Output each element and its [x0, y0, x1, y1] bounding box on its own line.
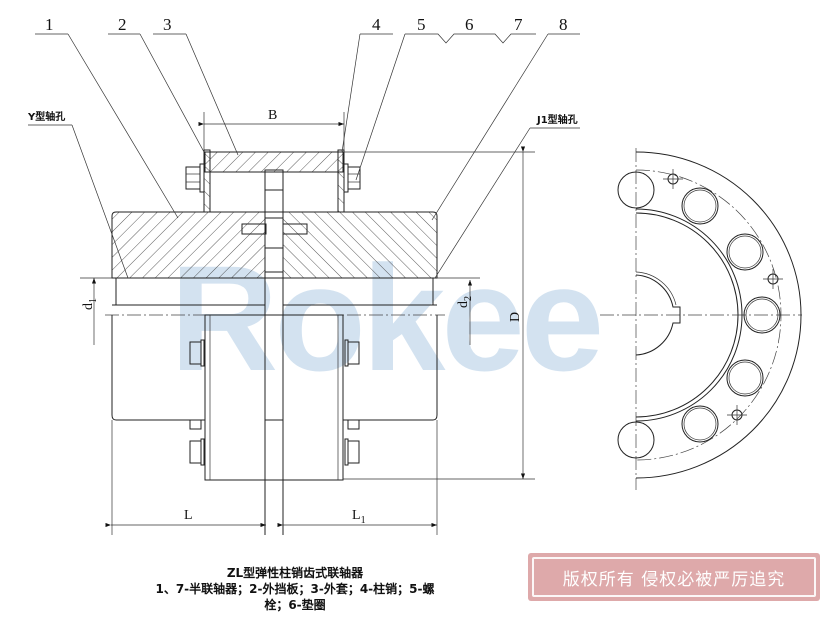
part-number-leaders: 1 2 3 4 5 6 7 8 Y型轴孔 J1型轴孔 [27, 15, 580, 279]
svg-text:1: 1 [45, 15, 54, 34]
svg-text:5: 5 [417, 15, 426, 34]
svg-text:8: 8 [559, 15, 568, 34]
bolt-hole-icon [663, 169, 783, 425]
svg-text:Y型轴孔: Y型轴孔 [27, 110, 65, 123]
copyright-text: 版权所有 侵权必被严厉追究 [562, 569, 786, 590]
bolt-icon [189, 339, 360, 466]
stamp-border [532, 557, 816, 597]
coupling-section-view [105, 149, 445, 535]
svg-text:L: L [184, 508, 193, 523]
svg-text:d1: d1 [81, 298, 99, 310]
dimension-annotations: B D d1 d2 L L1 [80, 108, 535, 528]
svg-text:2: 2 [118, 15, 127, 34]
legend-line-2: 栓；6-垫圈 [264, 598, 326, 612]
svg-text:6: 6 [465, 15, 474, 34]
svg-text:B: B [268, 108, 277, 123]
legend-line-1: 1、7-半联轴器；2-外挡板；3-外套；4-柱销；5-螺 [155, 582, 435, 596]
coupling-side-view [600, 148, 802, 490]
copyright-stamp: 版权所有 侵权必被严厉追究 [528, 553, 820, 601]
svg-text:3: 3 [163, 15, 172, 34]
drawing-title: ZL型弹性柱销齿式联轴器 [226, 566, 364, 580]
pin-hole-icon [617, 171, 781, 459]
svg-text:d2: d2 [456, 296, 474, 308]
drawing-caption: ZL型弹性柱销齿式联轴器 1、7-半联轴器；2-外挡板；3-外套；4-柱销；5-… [100, 565, 490, 613]
svg-text:4: 4 [372, 15, 381, 34]
svg-text:D: D [508, 312, 523, 322]
svg-text:7: 7 [514, 15, 523, 34]
svg-text:L1: L1 [352, 508, 366, 526]
svg-text:J1型轴孔: J1型轴孔 [536, 113, 578, 126]
